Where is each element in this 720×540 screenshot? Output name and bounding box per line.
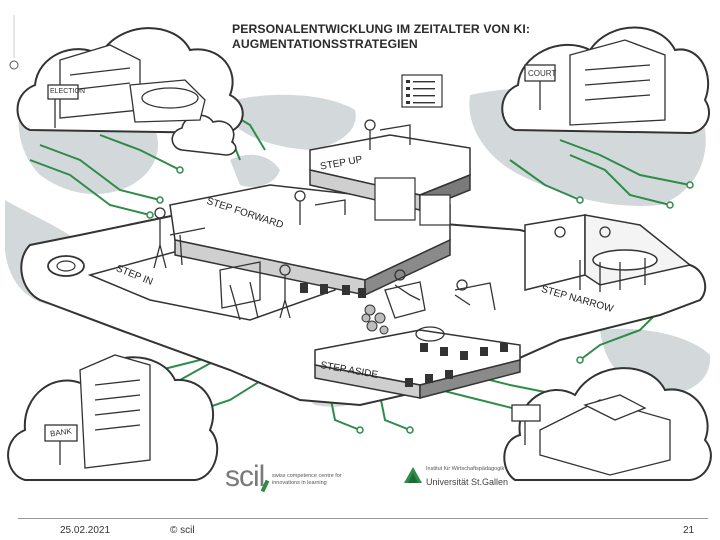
title-line-2: AUGMENTATIONSSTRATEGIEN <box>232 37 418 51</box>
sign-court: COURT <box>528 69 557 78</box>
seal-mark <box>9 15 19 70</box>
scil-logo-mark: scil <box>225 460 265 493</box>
scil-desc-line-2: innovations in learning <box>272 480 327 486</box>
platform-step-aside <box>314 329 521 399</box>
cup-icons <box>300 283 508 387</box>
small-cloud <box>171 114 237 156</box>
hsg-logo-icon <box>404 467 422 483</box>
footer-divider <box>18 518 708 519</box>
building-bank <box>44 354 151 469</box>
hsg-institute: Institut für Wirtschaftspädagogik <box>426 466 505 472</box>
whiteboard-marks <box>406 80 435 104</box>
scil-desc-line-1: swiss competence centre for <box>272 473 342 479</box>
footer-date: 25.02.2021 <box>60 525 111 536</box>
plant <box>361 304 389 335</box>
building-court <box>524 39 666 126</box>
hsg-name: Universität St.Gallen <box>426 477 509 487</box>
scil-desc: swiss competence centre for innovations … <box>272 473 342 487</box>
slide-title: PERSONALENTWICKLUNG IM ZEITALTER VON KI:… <box>232 22 532 52</box>
scil-logo: scil <box>225 460 270 494</box>
title-line-1: PERSONALENTWICKLUNG IM ZEITALTER VON KI: <box>232 22 531 36</box>
room-step-narrow <box>524 214 692 291</box>
sign-elections: ELECTION <box>50 88 86 95</box>
footer-page-number: 21 <box>683 525 695 536</box>
building-university <box>511 394 671 476</box>
footer-copyright: © scil <box>170 525 195 536</box>
building-elections <box>47 44 206 128</box>
people-sketches <box>153 119 646 342</box>
tablet-button <box>47 255 85 277</box>
